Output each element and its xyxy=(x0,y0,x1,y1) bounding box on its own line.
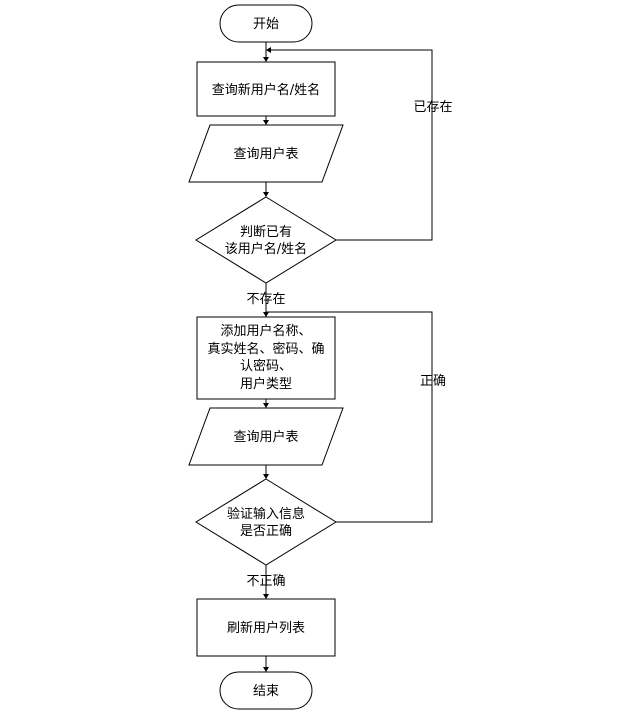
start-terminator-shape xyxy=(219,4,313,43)
query-new-name-node: 查询新用户名/姓名 xyxy=(196,61,336,117)
decision-valid-label-line1: 验证输入信息 xyxy=(227,506,305,522)
edge-label-exists: 已存在 xyxy=(413,100,452,115)
add-user-info-line4: 用户类型 xyxy=(240,376,292,392)
query-user-table-label-1: 查询用户表 xyxy=(233,146,298,162)
end-node: 结束 xyxy=(219,671,313,710)
edge-labels: 已存在 不存在 正确 不正确 xyxy=(246,100,452,589)
decision-exists-node: 判断已有 该用户名/姓名 xyxy=(195,196,337,284)
refresh-list-label: 刷新用户列表 xyxy=(227,620,305,636)
process-box xyxy=(196,598,336,657)
connectors xyxy=(263,42,433,672)
process-box xyxy=(196,61,336,117)
query-user-table-label-2: 查询用户表 xyxy=(233,429,298,445)
process-box xyxy=(196,316,336,400)
refresh-list-node: 刷新用户列表 xyxy=(196,598,336,657)
edge-correct-loop xyxy=(266,311,433,523)
add-user-info-line2: 真实姓名、密码、确 xyxy=(207,341,324,357)
decision-valid-node: 验证输入信息 是否正确 xyxy=(195,478,337,566)
decision-exists-label-line2: 该用户名/姓名 xyxy=(225,241,307,257)
arrowhead xyxy=(263,403,269,408)
arrowhead xyxy=(266,47,271,53)
end-label: 结束 xyxy=(253,684,279,699)
query-new-name-label: 查询新用户名/姓名 xyxy=(212,82,320,98)
start-node: 开始 xyxy=(219,4,313,43)
add-user-info-line3: 认密码、 xyxy=(240,358,292,374)
edge-label-not-exists: 不存在 xyxy=(246,292,285,307)
arrowhead xyxy=(263,474,269,479)
arrowhead xyxy=(263,312,269,317)
query-user-table-node-1: 查询用户表 xyxy=(188,124,344,183)
data-parallelogram xyxy=(188,124,344,183)
decision-valid-label-line2: 是否正确 xyxy=(240,524,292,539)
start-label: 开始 xyxy=(253,17,279,32)
arrowhead xyxy=(263,192,269,197)
decision-diamond xyxy=(195,478,337,566)
add-user-info-node: 添加用户名称、 真实姓名、密码、确 认密码、 用户类型 xyxy=(196,316,336,400)
edge-exists-loop xyxy=(266,49,433,241)
edge-label-correct: 正确 xyxy=(420,374,446,389)
query-user-table-node-2: 查询用户表 xyxy=(188,407,344,466)
arrowhead xyxy=(263,120,269,125)
arrowhead xyxy=(263,57,269,62)
arrowhead xyxy=(263,594,269,599)
decision-diamond xyxy=(195,196,337,284)
data-parallelogram xyxy=(188,407,344,466)
arrowhead xyxy=(263,667,269,672)
edge-label-not-correct: 不正确 xyxy=(246,574,285,589)
end-terminator-shape xyxy=(219,671,313,710)
add-user-info-line1: 添加用户名称、 xyxy=(220,323,311,339)
decision-exists-label-line1: 判断已有 xyxy=(240,225,292,240)
